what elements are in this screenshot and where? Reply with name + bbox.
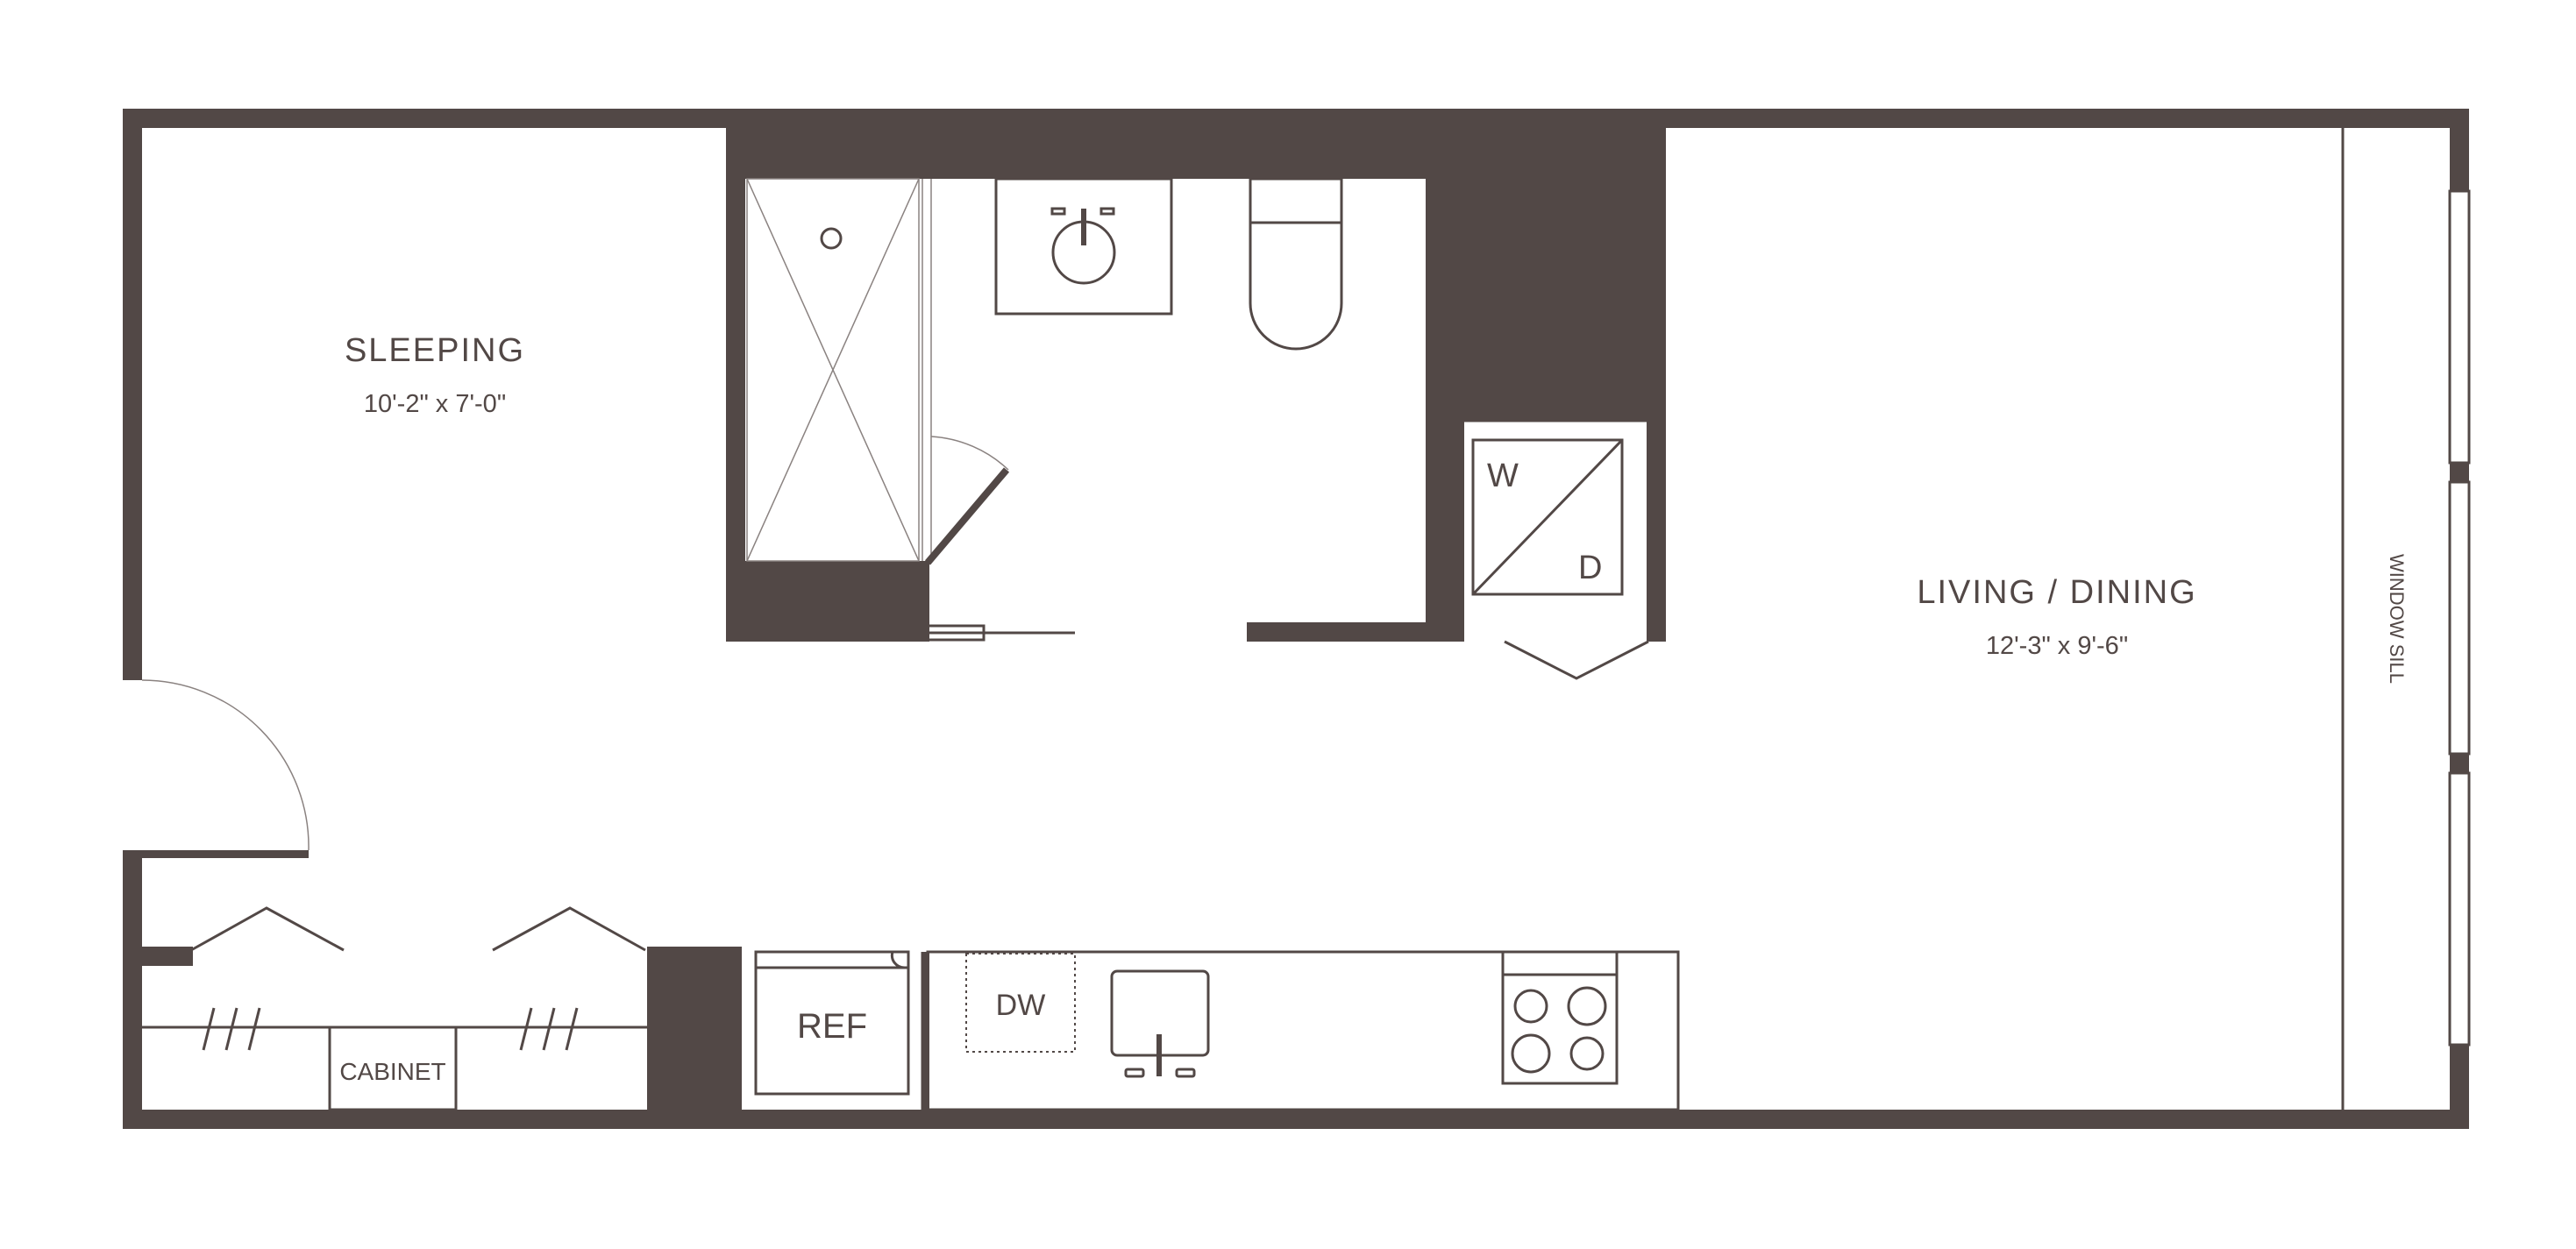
entry-wall-stub bbox=[123, 850, 309, 858]
laundry-left-wall bbox=[1445, 421, 1464, 642]
bath-right-post bbox=[1426, 109, 1445, 642]
shower-door bbox=[924, 467, 1010, 565]
bath-left-wall bbox=[726, 109, 745, 642]
laundry-right-wall bbox=[1647, 109, 1666, 642]
hanger-mark-3 bbox=[247, 1007, 261, 1051]
burner-2 bbox=[1567, 986, 1607, 1026]
kitchen-counter bbox=[926, 950, 1680, 1111]
hanger-mark-2 bbox=[224, 1007, 238, 1051]
window-pane-1 bbox=[2448, 189, 2471, 465]
bath-faucet-handle-right bbox=[1099, 207, 1115, 216]
hanger-mark-5 bbox=[542, 1007, 556, 1051]
bathroom bbox=[726, 109, 1666, 642]
living-dining-room-name: LIVING / DINING bbox=[1917, 574, 2196, 611]
shower-drain bbox=[820, 227, 843, 250]
kitchen-end-wall bbox=[647, 947, 742, 1129]
burner-3 bbox=[1511, 1033, 1551, 1074]
toilet-bowl bbox=[1249, 223, 1343, 351]
refrigerator bbox=[754, 950, 910, 1096]
window-pane-3 bbox=[2448, 771, 2471, 1047]
shower-door-arc bbox=[930, 436, 1009, 471]
counter-start-post bbox=[922, 952, 929, 1110]
bath-bottom-wall-right bbox=[1247, 622, 1445, 642]
bottom-wall bbox=[123, 1110, 2469, 1129]
entry: CABINET bbox=[123, 679, 742, 1129]
refrigerator-hinge bbox=[890, 951, 906, 969]
dishwasher bbox=[965, 953, 1076, 1053]
sleeping-room-dimensions: 10'-2" x 7'-0" bbox=[364, 390, 506, 418]
closet-left-stub bbox=[123, 947, 193, 966]
hanger-mark-1 bbox=[202, 1007, 216, 1051]
washer-dryer-unit bbox=[1471, 438, 1624, 596]
cabinet bbox=[328, 1025, 458, 1111]
kitchen: REF DW bbox=[754, 950, 1680, 1111]
washer-dryer-divider bbox=[1471, 438, 1624, 596]
hanger-mark-4 bbox=[519, 1007, 533, 1051]
right-wall-top bbox=[2450, 109, 2469, 191]
cabinet-label: CABINET bbox=[339, 1058, 445, 1085]
bath-right-block bbox=[1426, 109, 1666, 421]
left-wall-lower bbox=[123, 850, 142, 1129]
shower-diagonal-2 bbox=[746, 178, 920, 562]
hanger-mark-6 bbox=[565, 1007, 579, 1051]
toilet-tank bbox=[1249, 177, 1343, 224]
entry-door-arc bbox=[141, 679, 310, 851]
bath-faucet-handle-left bbox=[1050, 207, 1066, 216]
windows bbox=[2341, 128, 2471, 1110]
closet-door-right bbox=[492, 906, 646, 952]
burner-1 bbox=[1513, 989, 1548, 1024]
kitchen-faucet-handle-left bbox=[1124, 1068, 1145, 1078]
window-pane-2 bbox=[2448, 480, 2471, 756]
vanity bbox=[994, 177, 1173, 316]
right-wall-mid-2 bbox=[2450, 754, 2469, 773]
laundry-closet: W D bbox=[1445, 419, 1649, 680]
laundry-bifold-door bbox=[1504, 640, 1649, 680]
dishwasher-label: DW bbox=[996, 989, 1046, 1022]
exterior-walls bbox=[123, 109, 2469, 1129]
washer-label: W bbox=[1487, 458, 1519, 494]
shower-stall bbox=[746, 178, 920, 562]
room-labels: SLEEPING 10'-2" x 7'-0" LIVING / DINING … bbox=[345, 332, 2408, 684]
refrigerator-label: REF bbox=[797, 1007, 867, 1046]
kitchen-faucet-handle-right bbox=[1175, 1068, 1196, 1078]
living-dining-room-dimensions: 12'-3" x 9'-6" bbox=[1986, 632, 2128, 660]
left-wall-upper bbox=[123, 109, 142, 680]
window-sill-label: WINDOW SILL bbox=[2386, 554, 2408, 684]
bath-bottom-wall-left bbox=[726, 622, 842, 642]
range bbox=[1501, 950, 1619, 1085]
sleeping-room-name: SLEEPING bbox=[345, 332, 525, 369]
dryer-label: D bbox=[1578, 550, 1602, 586]
right-wall-bottom bbox=[2450, 1045, 2469, 1129]
burner-4 bbox=[1569, 1036, 1605, 1071]
right-wall-mid-1 bbox=[2450, 463, 2469, 482]
closet-door-left bbox=[190, 906, 345, 952]
